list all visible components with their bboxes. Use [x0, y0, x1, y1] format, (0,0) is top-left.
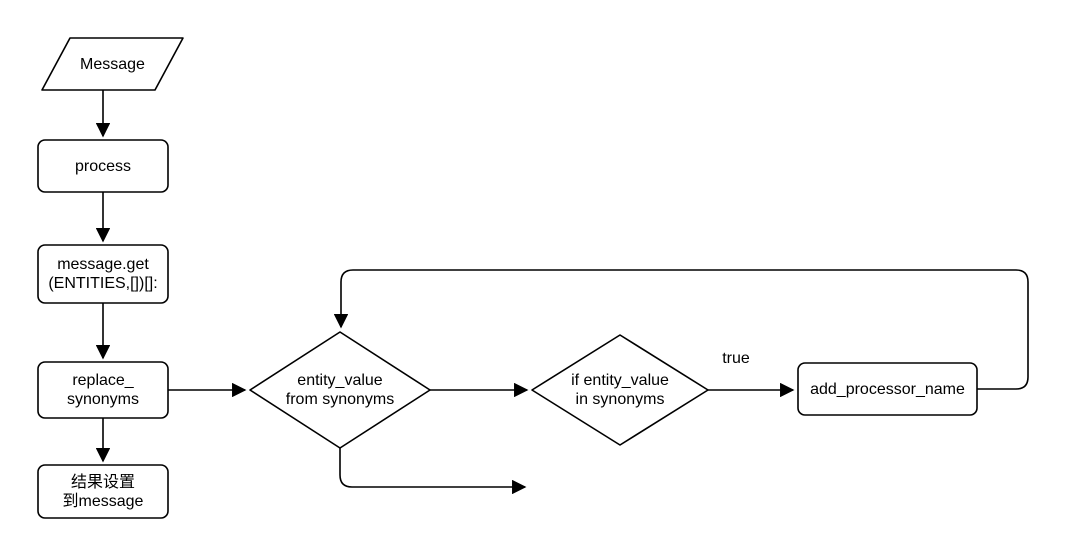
edge-loop-add-processor-name-to-diamond1: [333, 269, 1029, 390]
node-message-shape: [41, 37, 184, 91]
node-replace-synonyms-shape: [37, 361, 169, 419]
node-add-processor-name-shape: [797, 362, 978, 416]
node-message-get-shape: [37, 244, 169, 304]
node-if-entity-value-in-synonyms-shape: [531, 334, 709, 446]
node-process-shape: [37, 139, 169, 193]
node-set-result-to-message-shape: [37, 464, 169, 519]
node-entity-value-from-synonyms-shape: [249, 331, 431, 449]
edge-diamond1-bottom-exit: [339, 448, 527, 495]
